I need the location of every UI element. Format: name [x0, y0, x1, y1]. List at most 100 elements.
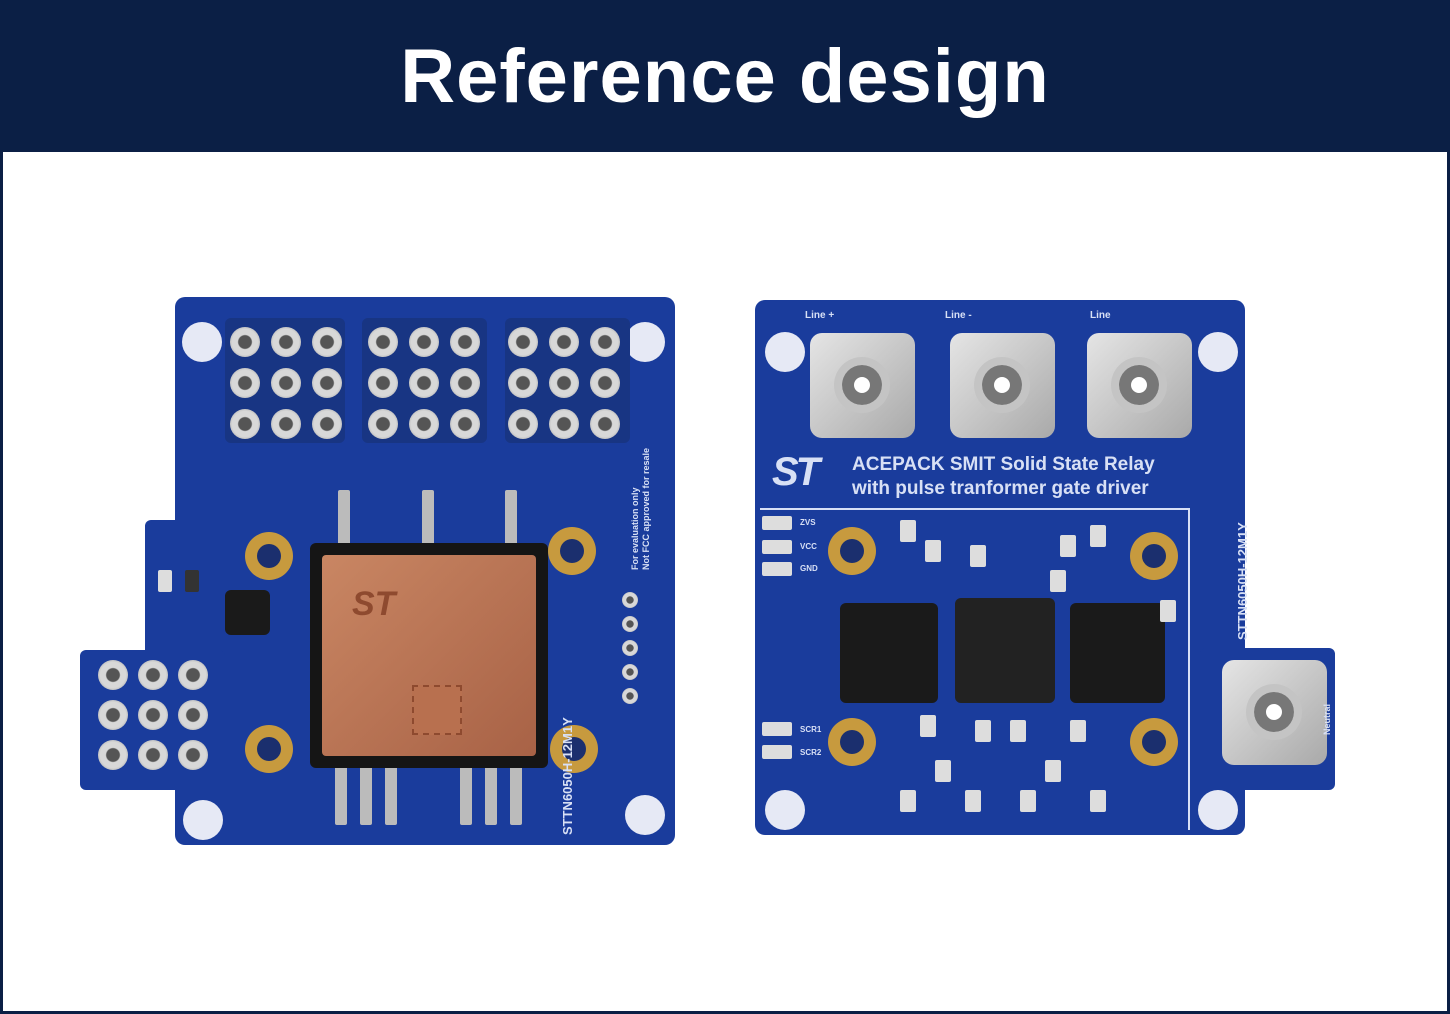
connector-pad	[762, 540, 792, 554]
header-pin	[590, 327, 620, 357]
header-pin	[450, 327, 480, 357]
header-pin	[450, 368, 480, 398]
header-pin	[178, 660, 208, 690]
header-pin	[368, 368, 398, 398]
label-scr1: SCR1	[800, 725, 822, 734]
notice-line-2: Not FCC approved for resale	[641, 447, 651, 570]
smd-component	[920, 715, 936, 737]
package-lead	[335, 765, 347, 825]
pulse-transformer	[840, 603, 938, 703]
part-number-label: STTN6050H-12M1Y	[560, 717, 575, 835]
smd-component	[1070, 720, 1086, 742]
header-pin	[312, 409, 342, 439]
label-zvs: ZVS	[800, 518, 816, 527]
smd-component	[1045, 760, 1061, 782]
copper-pad	[828, 718, 876, 766]
test-pad	[622, 640, 638, 656]
smd-component	[970, 545, 986, 567]
notice-line-1: For evaluation only	[630, 487, 640, 570]
connector-pad	[762, 516, 792, 530]
page-title: Reference design	[400, 33, 1050, 119]
connector-pad	[762, 562, 792, 576]
mounting-hole	[625, 795, 665, 835]
copper-pad	[828, 527, 876, 575]
header-pin	[230, 409, 260, 439]
smd-component	[900, 520, 916, 542]
copper-pad	[550, 725, 598, 773]
terminal-label-line: Line	[1090, 310, 1111, 321]
evaluation-notice: For evaluation only Not FCC approved for…	[630, 448, 652, 570]
header-pin	[590, 368, 620, 398]
mounting-hole	[183, 800, 223, 840]
label-gnd: GND	[800, 564, 818, 573]
header-pin	[549, 409, 579, 439]
smd-component	[1020, 790, 1036, 812]
board-title-line1: ACEPACK SMIT Solid State Relay	[852, 454, 1155, 475]
screw-terminal-line-plus	[810, 333, 915, 438]
package-lead	[422, 490, 434, 550]
st-logo: ST	[352, 585, 396, 623]
copper-pad	[548, 527, 596, 575]
test-pad	[622, 688, 638, 704]
mounting-hole	[1198, 332, 1238, 372]
package-lead	[485, 765, 497, 825]
package-lead	[505, 490, 517, 550]
header-pin	[138, 700, 168, 730]
mounting-hole	[765, 332, 805, 372]
copper-top: ST	[322, 555, 536, 756]
header-pin	[549, 368, 579, 398]
datamatrix-code	[412, 685, 462, 735]
screw-terminal-neutral	[1222, 660, 1327, 765]
header-pin	[178, 700, 208, 730]
header-pin	[312, 327, 342, 357]
smd-component	[1060, 535, 1076, 557]
title-banner: Reference design	[0, 0, 1450, 152]
smd-component	[965, 790, 981, 812]
header-pin	[508, 409, 538, 439]
package-lead	[360, 765, 372, 825]
board-title-line2: with pulse tranformer gate driver	[852, 478, 1149, 499]
header-pin	[138, 660, 168, 690]
content-frame	[0, 152, 1450, 1014]
header-pin	[409, 368, 439, 398]
package-lead	[385, 765, 397, 825]
smd-component	[975, 720, 991, 742]
smd-component	[1160, 600, 1176, 622]
header-pin	[271, 327, 301, 357]
header-pin	[590, 409, 620, 439]
smd-component	[900, 790, 916, 812]
header-pin	[271, 368, 301, 398]
header-pin	[98, 740, 128, 770]
pulse-transformer	[1070, 603, 1165, 703]
header-pin	[98, 700, 128, 730]
mounting-hole	[1198, 790, 1238, 830]
st-logo: ST	[772, 450, 820, 494]
smd-component	[1090, 525, 1106, 547]
header-pin	[230, 327, 260, 357]
header-pin	[508, 327, 538, 357]
mounting-hole	[625, 322, 665, 362]
package-lead	[338, 490, 350, 550]
header-pin	[312, 368, 342, 398]
smd-component	[185, 570, 199, 592]
smd-component	[158, 570, 172, 592]
header-pin	[98, 660, 128, 690]
acepack-smit-package: ST	[310, 543, 548, 768]
label-scr2: SCR2	[800, 748, 822, 757]
connector-pad	[762, 722, 792, 736]
acepack-smit-package	[955, 598, 1055, 703]
header-pin	[368, 409, 398, 439]
screw-terminal-line-minus	[950, 333, 1055, 438]
header-pin	[409, 327, 439, 357]
header-pin	[271, 409, 301, 439]
terminal-label-line-minus: Line -	[945, 310, 972, 321]
label-vcc: VCC	[800, 542, 817, 551]
smd-component	[935, 760, 951, 782]
package-lead	[460, 765, 472, 825]
header-pin	[508, 368, 538, 398]
smd-component	[925, 540, 941, 562]
package-lead	[510, 765, 522, 825]
copper-pad	[245, 532, 293, 580]
test-pad	[622, 592, 638, 608]
test-pad	[622, 616, 638, 632]
